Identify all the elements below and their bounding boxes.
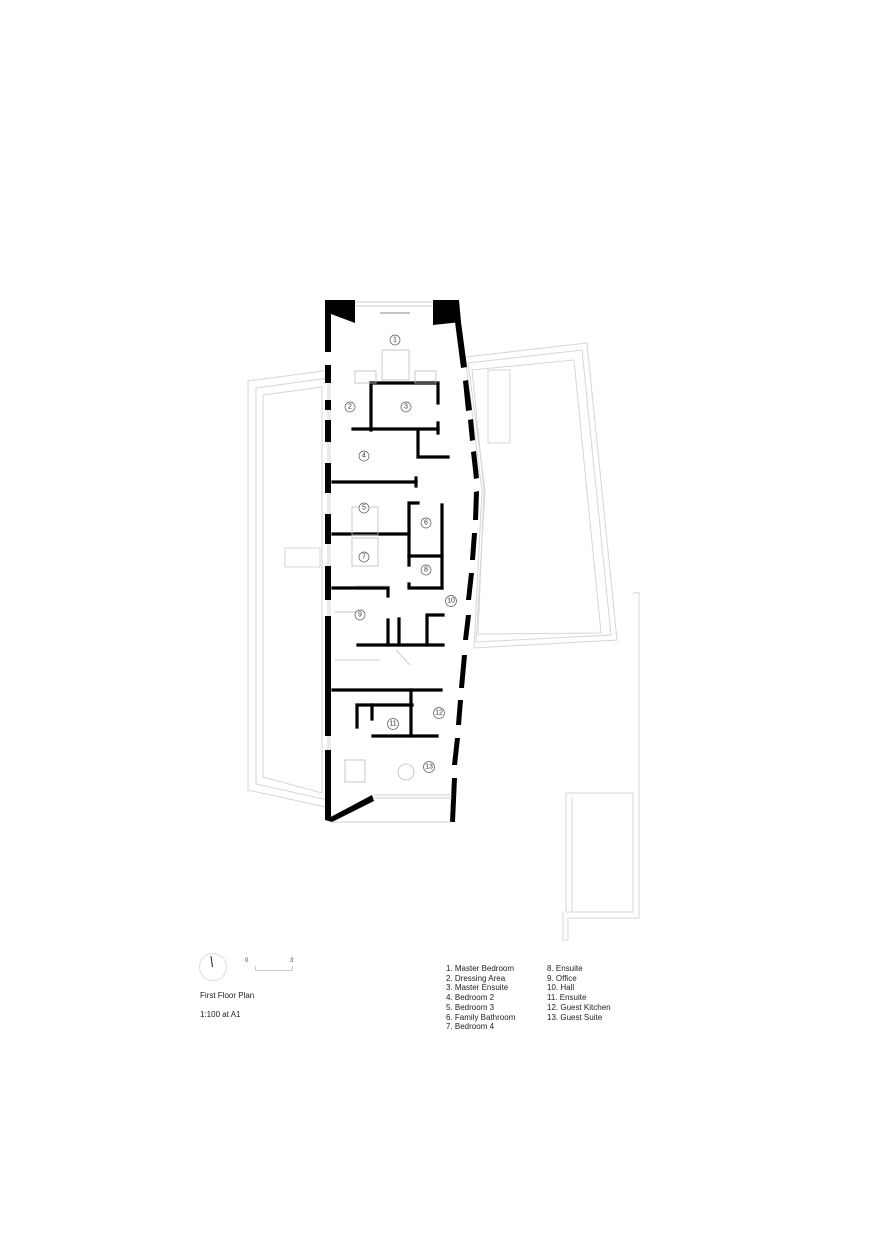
north-arrow-icon (199, 953, 227, 981)
drawing-title: First Floor Plan (200, 991, 255, 1000)
svg-text:5: 5 (362, 505, 366, 512)
legend-item: 7. Bedroom 4 (446, 1022, 495, 1032)
svg-text:3: 3 (404, 404, 408, 411)
legend-item: 10. Hall (547, 983, 575, 993)
room-tag-2: 2 (344, 401, 356, 413)
right-roof-outline (464, 342, 618, 649)
legend-item: 5. Bedroom 3 (446, 1002, 495, 1012)
room-tag-9: 9 (354, 609, 366, 621)
svg-text:7: 7 (362, 554, 366, 561)
scalebar-line (255, 966, 293, 971)
legend-item: 11. Ensuite (547, 993, 587, 1003)
room-tag-3: 3 (400, 401, 412, 413)
scalebar-end: 3 (290, 958, 294, 964)
room-tag-10: 10 (445, 595, 457, 607)
exterior-wall-right (433, 300, 479, 822)
svg-text:8: 8 (424, 567, 428, 574)
furniture (334, 349, 437, 783)
svg-text:9: 9 (358, 612, 362, 619)
legend-item: 9. Office (547, 973, 577, 983)
room-legend: 1. Master Bedroom 2. Dressing Area 3. Ma… (446, 964, 648, 1032)
room-tag-13: 13 (423, 761, 435, 773)
room-tag-6: 6 (420, 517, 432, 529)
legend-column-1: 1. Master Bedroom 2. Dressing Area 3. Ma… (446, 964, 547, 1032)
svg-text:4: 4 (362, 453, 366, 460)
svg-text:10: 10 (447, 598, 455, 605)
scale-bar: 0 3 (243, 958, 298, 978)
svg-text:1: 1 (393, 337, 397, 344)
legend-item: 2. Dressing Area (446, 973, 506, 983)
room-tag-1: 1 (389, 334, 401, 346)
room-tag-5: 5 (358, 502, 370, 514)
exterior-wall-left (325, 300, 374, 822)
drawing-scale: 1:100 at A1 (200, 1010, 241, 1019)
svg-text:13: 13 (425, 764, 433, 771)
glazing (330, 301, 452, 823)
svg-text:12: 12 (435, 710, 443, 717)
legend-item: 3. Master Ensuite (446, 983, 509, 993)
room-tag-7: 7 (358, 551, 370, 563)
room-tag-11: 11 (387, 718, 399, 730)
left-roof-outline (247, 369, 331, 809)
legend-item: 8. Ensuite (547, 964, 583, 973)
room-tag-12: 12 (433, 707, 445, 719)
legend-item: 13. Guest Suite (547, 1012, 603, 1022)
legend-item: 12. Guest Kitchen (547, 1002, 611, 1012)
scalebar-start: 0 (245, 958, 249, 964)
svg-text:6: 6 (424, 520, 428, 527)
interior-walls (331, 381, 450, 738)
legend-item: 1. Master Bedroom (446, 964, 515, 973)
room-tag-4: 4 (358, 450, 370, 462)
svg-text:2: 2 (348, 404, 352, 411)
legend-column-2: 8. Ensuite 9. Office 10. Hall 11. Ensuit… (547, 964, 648, 1032)
legend-item: 6. Family Bathroom (446, 1012, 516, 1022)
room-tag-8: 8 (420, 564, 432, 576)
garden-wall-outline (562, 592, 640, 941)
legend-item: 4. Bedroom 2 (446, 993, 495, 1003)
svg-text:11: 11 (389, 721, 396, 728)
